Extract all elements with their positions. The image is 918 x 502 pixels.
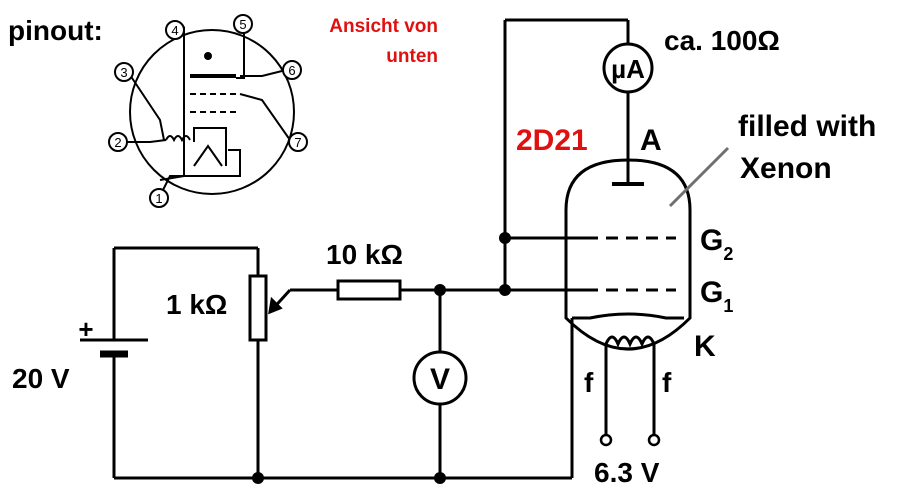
battery-voltage-label: 20 V (12, 363, 70, 394)
gas-note-line2: Xenon (740, 152, 832, 185)
gas-note-pointer (668, 146, 730, 208)
resistor-symbol (336, 279, 402, 301)
cathode-label: K (694, 330, 716, 363)
filament-coil (604, 335, 656, 350)
pin-3-label: 3 (120, 65, 127, 80)
pinout-diagram (108, 14, 308, 208)
filament-terminals (599, 433, 661, 447)
ammeter-resistance-label: ca. 100Ω (664, 25, 780, 56)
anode-label: A (640, 124, 662, 157)
potentiometer-label: 1 kΩ (166, 289, 227, 320)
filament-left-label: f (584, 367, 594, 398)
voltmeter-label: V (430, 363, 450, 396)
battery-symbol (80, 338, 148, 358)
junction-dots (252, 232, 511, 484)
pinout-title: pinout: (8, 15, 103, 46)
tube-base-outline (129, 29, 295, 195)
pin-1-label: 1 (155, 191, 162, 206)
potentiometer-symbol (248, 274, 292, 342)
view-note-line2: unten (386, 46, 438, 67)
tube-symbol (564, 158, 692, 436)
wires (112, 18, 630, 480)
heater-voltage-label: 6.3 V (594, 457, 660, 488)
resistor-label: 10 kΩ (326, 239, 403, 270)
pin-6-label: 6 (288, 63, 295, 78)
grid1-label: G1 (700, 276, 733, 316)
pin-4-label: 4 (171, 23, 178, 38)
ammeter-label: µA (611, 54, 645, 84)
voltmeter-symbol (412, 350, 468, 406)
cathode-line (572, 312, 684, 320)
battery-plus-sign: + (78, 314, 93, 344)
pin-7-label: 7 (294, 135, 301, 150)
tube-type-label: 2D21 (516, 124, 588, 157)
pin-5-label: 5 (239, 17, 246, 32)
ammeter-symbol (602, 42, 654, 94)
view-note-line1: Ansicht von (329, 16, 438, 37)
tube-envelope (564, 158, 692, 351)
pin-2-label: 2 (114, 135, 121, 150)
gas-note-line1: filled with (738, 110, 876, 143)
filament-right-label: f (662, 367, 672, 398)
pin-numbers: 1 2 3 4 5 6 7 (114, 17, 301, 206)
grid2-label: G2 (700, 224, 733, 264)
